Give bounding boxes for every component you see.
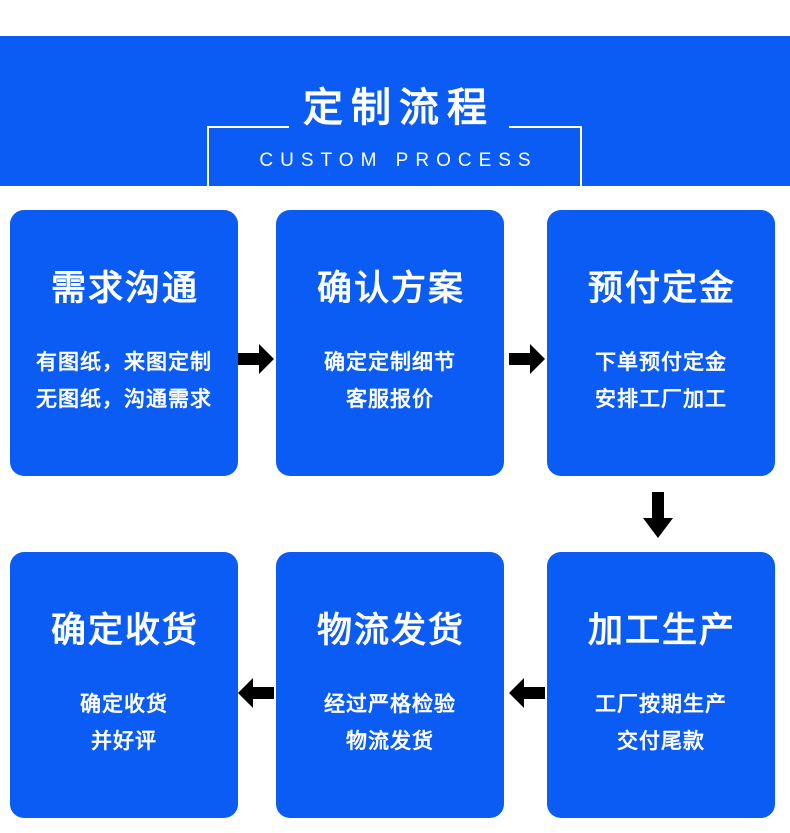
flow-step-line: 确定定制细节	[324, 351, 456, 374]
flow-step-line: 安排工厂加工	[595, 388, 727, 411]
flow-step-line: 并好评	[91, 730, 157, 753]
flow-step-card-4[interactable]: 加工生产 工厂按期生产 交付尾款	[547, 552, 775, 818]
flow-step-line: 交付尾款	[617, 730, 705, 753]
flow-step-line: 确定收货	[80, 693, 168, 716]
flow-step-description: 确定定制细节 客服报价	[324, 344, 456, 418]
flow-step-description: 工厂按期生产 交付尾款	[595, 686, 727, 760]
flow-step-card-2[interactable]: 确认方案 确定定制细节 客服报价	[276, 210, 504, 476]
flow-step-line: 经过严格检验	[324, 693, 456, 716]
flow-step-card-6[interactable]: 确定收货 确定收货 并好评	[10, 552, 238, 818]
flow-step-card-3[interactable]: 预付定金 下单预付定金 安排工厂加工	[547, 210, 775, 476]
arrow-left-icon	[509, 678, 545, 708]
page-title: 定制流程	[289, 86, 509, 130]
header-banner: 定制流程 CUSTOM PROCESS	[0, 36, 790, 188]
flow-step-card-1[interactable]: 需求沟通 有图纸，来图定制 无图纸，沟通需求	[10, 210, 238, 476]
flow-step-title: 确认方案	[316, 269, 465, 308]
flow-step-line: 无图纸，沟通需求	[36, 388, 212, 411]
header-title-wrapper: 定制流程	[0, 84, 790, 132]
flow-step-line: 下单预付定金	[595, 351, 727, 374]
flow-step-title: 物流发货	[316, 611, 465, 650]
flow-step-line: 客服报价	[346, 388, 434, 411]
flow-step-description: 有图纸，来图定制 无图纸，沟通需求	[36, 344, 212, 418]
flow-step-line: 有图纸，来图定制	[36, 351, 212, 374]
flow-step-card-5[interactable]: 物流发货 经过严格检验 物流发货	[276, 552, 504, 818]
flow-step-description: 下单预付定金 安排工厂加工	[595, 344, 727, 418]
flow-step-description: 经过严格检验 物流发货	[324, 686, 456, 760]
flow-step-description: 确定收货 并好评	[80, 686, 168, 760]
arrow-right-icon	[509, 344, 545, 374]
arrow-left-icon	[238, 678, 274, 708]
flow-step-line: 工厂按期生产	[595, 693, 727, 716]
flow-step-title: 预付定金	[587, 269, 736, 308]
flow-step-title: 确定收货	[50, 611, 199, 650]
page-subtitle: CUSTOM PROCESS	[259, 150, 538, 171]
flow-step-line: 物流发货	[346, 730, 434, 753]
flow-step-title: 加工生产	[587, 611, 736, 650]
flow-step-title: 需求沟通	[50, 269, 199, 308]
arrow-down-icon	[643, 492, 673, 538]
arrow-right-icon	[238, 344, 274, 374]
